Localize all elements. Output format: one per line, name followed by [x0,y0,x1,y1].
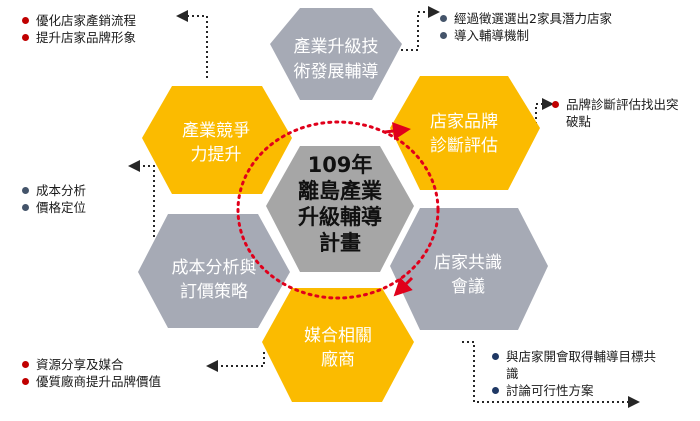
center-line-2: 離島產業 [298,179,383,203]
note-left: 成本分析 價格定位 [22,182,86,216]
hex-top: 產業升級技 術發展輔導 [270,8,402,100]
bullet-icon [492,387,499,394]
bullet-icon [22,204,29,211]
hex-center: 109年 離島產業 升級輔導 計畫 [266,146,414,272]
bullet-icon [22,34,29,41]
note-top-right-item-1: 經過徵選選出2家具潛力店家 [454,11,612,26]
hex-lower-right-line-2: 會議 [451,277,485,297]
connector-right [530,98,554,129]
hex-lower-right-line-1: 店家共識 [434,253,502,273]
hex-top-shape [270,8,402,100]
note-bottom-left-item-2: 優質廠商提升品牌價值 [36,374,162,389]
center-line-3: 升級輔導 [298,205,382,229]
bullet-icon [492,353,499,360]
note-bottom-right-item-2: 討論可行性方案 [506,383,594,398]
center-line-1: 109年 [308,153,373,177]
note-bottom-left-item-1: 資源分享及媒合 [36,357,124,372]
connector-top-right [396,6,440,51]
connector-top-left [176,10,208,78]
hex-lower-left: 成本分析與 訂價策略 [138,214,290,328]
hex-upper-right-line-2: 診斷評估 [430,136,498,156]
hex-top-line-1: 產業升級技 [294,37,379,57]
connector-left [128,160,160,237]
note-top-left-item-2: 提升店家品牌形象 [36,30,137,45]
hex-center-shape [266,146,414,272]
hex-upper-left-shape [142,86,292,194]
hex-lower-right-shape [390,208,548,330]
connector-bottom-left [206,352,265,372]
bullet-icon [22,361,29,368]
hex-bottom: 媒合相關 廠商 [262,288,414,402]
note-bottom-left: 資源分享及媒合 優質廠商提升品牌價值 [22,356,161,390]
cycle-ring-ellipse [236,120,440,300]
connectors [128,6,640,408]
bullet-icon [440,32,447,39]
hex-upper-right: 店家品牌 診斷評估 [390,76,540,190]
bullet-icon [22,17,29,24]
note-right: 品牌診斷評估找出突破點 [552,96,692,130]
note-top-right-item-2: 導入輔導機制 [454,28,530,43]
hex-upper-right-line-1: 店家品牌 [430,112,498,132]
note-bottom-right-item-1: 與店家開會取得輔導目標共識 [506,349,657,381]
hex-upper-left-line-1: 產業競爭 [182,121,250,141]
cycle-arrow-lower-right [393,276,414,297]
note-top-right: 經過徵選選出2家具潛力店家 導入輔導機制 [440,10,685,44]
cycle-ring [236,120,440,300]
hex-upper-left-line-2: 力提升 [191,145,242,165]
hex-bottom-line-1: 媒合相關 [304,326,372,346]
hex-bottom-shape [262,288,414,402]
note-bottom-right: 與店家開會取得輔導目標共識 討論可行性方案 [492,348,692,399]
hex-upper-right-shape [390,76,540,190]
note-right-item-1: 品牌診斷評估找出突破點 [566,97,679,129]
hex-upper-left: 產業競爭 力提升 [142,86,292,194]
note-left-item-1: 成本分析 [36,183,87,198]
hex-bottom-line-2: 廠商 [321,349,355,370]
connector-bottom-right [462,341,640,408]
note-left-item-2: 價格定位 [36,200,87,215]
note-top-left-item-1: 優化店家產銷流程 [36,13,137,28]
note-top-left: 優化店家產銷流程 提升店家品牌形象 [22,12,136,46]
bullet-icon [440,15,447,22]
center-line-4: 計畫 [319,231,361,255]
hex-lower-left-line-2: 訂價策略 [180,282,248,302]
bullet-icon [552,101,559,108]
hex-top-line-2: 術發展輔導 [294,62,379,82]
hex-lower-right: 店家共識 會議 [390,208,548,330]
hex-lower-left-line-1: 成本分析與 [172,258,257,278]
bullet-icon [22,378,29,385]
hex-lower-left-shape [138,214,290,328]
bullet-icon [22,187,29,194]
cycle-arrow-upper-right [384,122,411,140]
